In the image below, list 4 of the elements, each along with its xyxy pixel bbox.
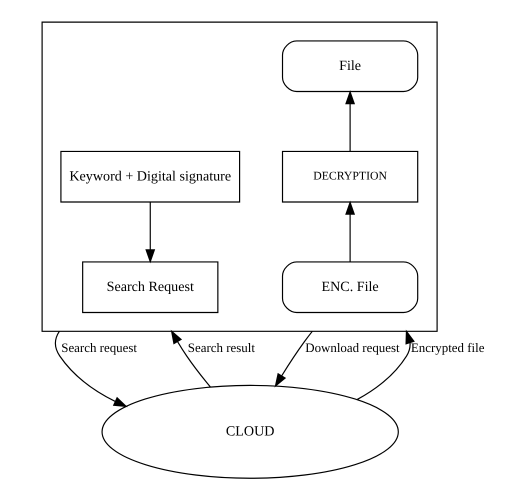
edge-label: Encrypted file xyxy=(410,340,484,356)
edge-label: Search result xyxy=(187,340,254,356)
edge-label: Download request xyxy=(304,340,400,356)
edge-label: Search request xyxy=(60,340,136,356)
